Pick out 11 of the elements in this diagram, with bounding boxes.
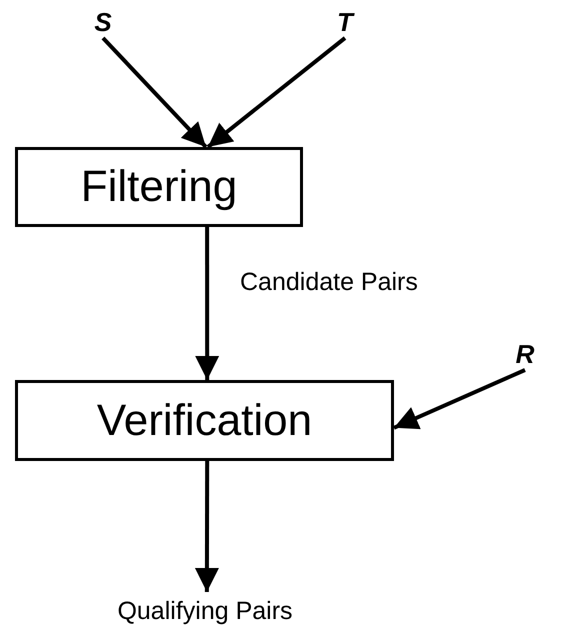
output-label: Qualifying Pairs: [70, 592, 340, 630]
arrow: [194, 461, 219, 592]
process-box: Filtering: [15, 147, 303, 227]
arrow: [393, 368, 526, 430]
arrow: [102, 36, 208, 148]
variable-label: S: [88, 6, 118, 38]
variable-label: R: [510, 338, 540, 370]
process-box: Verification: [15, 380, 394, 461]
arrow: [195, 227, 220, 380]
arrow: [206, 36, 346, 149]
variable-label: T: [330, 6, 360, 38]
